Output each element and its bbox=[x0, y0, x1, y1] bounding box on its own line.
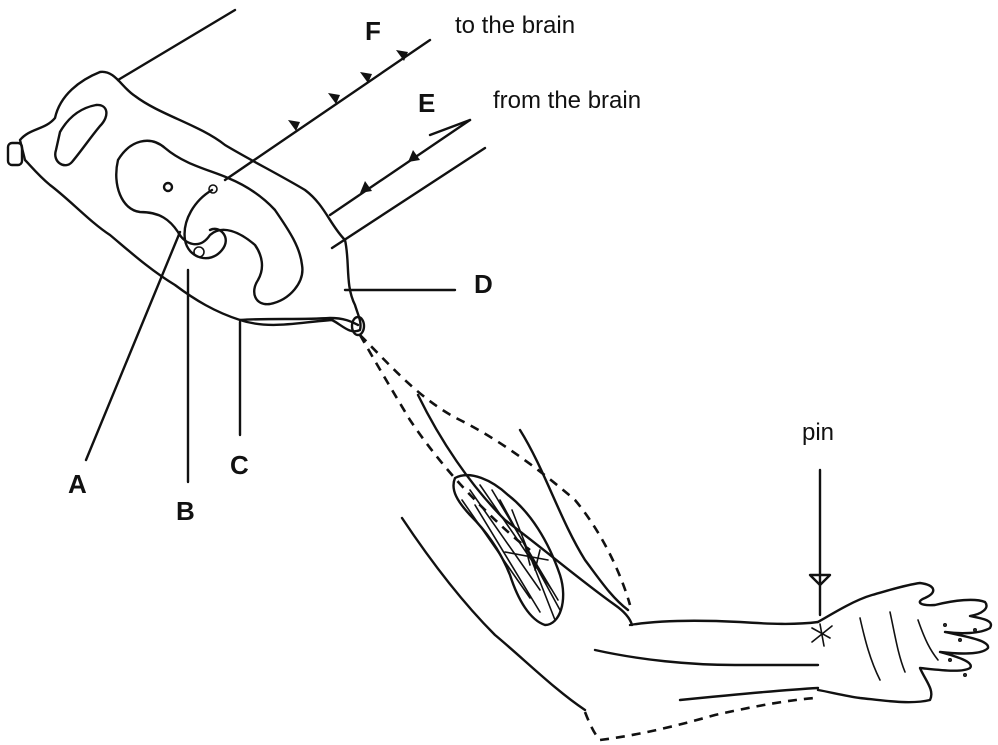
label-E: E bbox=[418, 88, 435, 118]
cord-top-line bbox=[118, 10, 235, 80]
biceps-muscle bbox=[453, 475, 563, 625]
descending-tract bbox=[330, 120, 470, 215]
forearm-top bbox=[630, 621, 818, 625]
receptor-dots-3 bbox=[974, 629, 976, 631]
receptor-dots-2 bbox=[959, 639, 961, 641]
forearm-bottom bbox=[595, 650, 818, 665]
arm-dashed-lower bbox=[585, 698, 815, 740]
cord-stub bbox=[8, 143, 22, 165]
interneuron-cell bbox=[194, 247, 204, 257]
label-A: A bbox=[68, 469, 87, 499]
synapse-point bbox=[209, 185, 217, 193]
caption-from-the-brain: from the brain bbox=[493, 87, 641, 114]
caption-to-the-brain: to the brain bbox=[455, 12, 575, 39]
hand-outline bbox=[818, 583, 991, 702]
receptor-dots-1 bbox=[944, 624, 946, 626]
label-D: D bbox=[474, 269, 493, 299]
caption-pin: pin bbox=[802, 419, 834, 446]
label-C: C bbox=[230, 450, 249, 480]
spinal-cord-outline bbox=[20, 72, 361, 332]
leader-A bbox=[86, 232, 180, 460]
receptor-dots-4 bbox=[949, 659, 951, 661]
label-B: B bbox=[176, 496, 195, 526]
interneuron-loop bbox=[185, 190, 226, 258]
label-F: F bbox=[365, 16, 381, 46]
sensory-receptor bbox=[812, 624, 832, 646]
forearm-lower-line bbox=[680, 688, 818, 700]
central-canal bbox=[164, 183, 172, 191]
ascending-tract bbox=[225, 40, 430, 180]
receptor-dots-5 bbox=[964, 674, 966, 676]
grey-matter bbox=[55, 105, 302, 304]
upper-arm-back bbox=[520, 430, 628, 610]
